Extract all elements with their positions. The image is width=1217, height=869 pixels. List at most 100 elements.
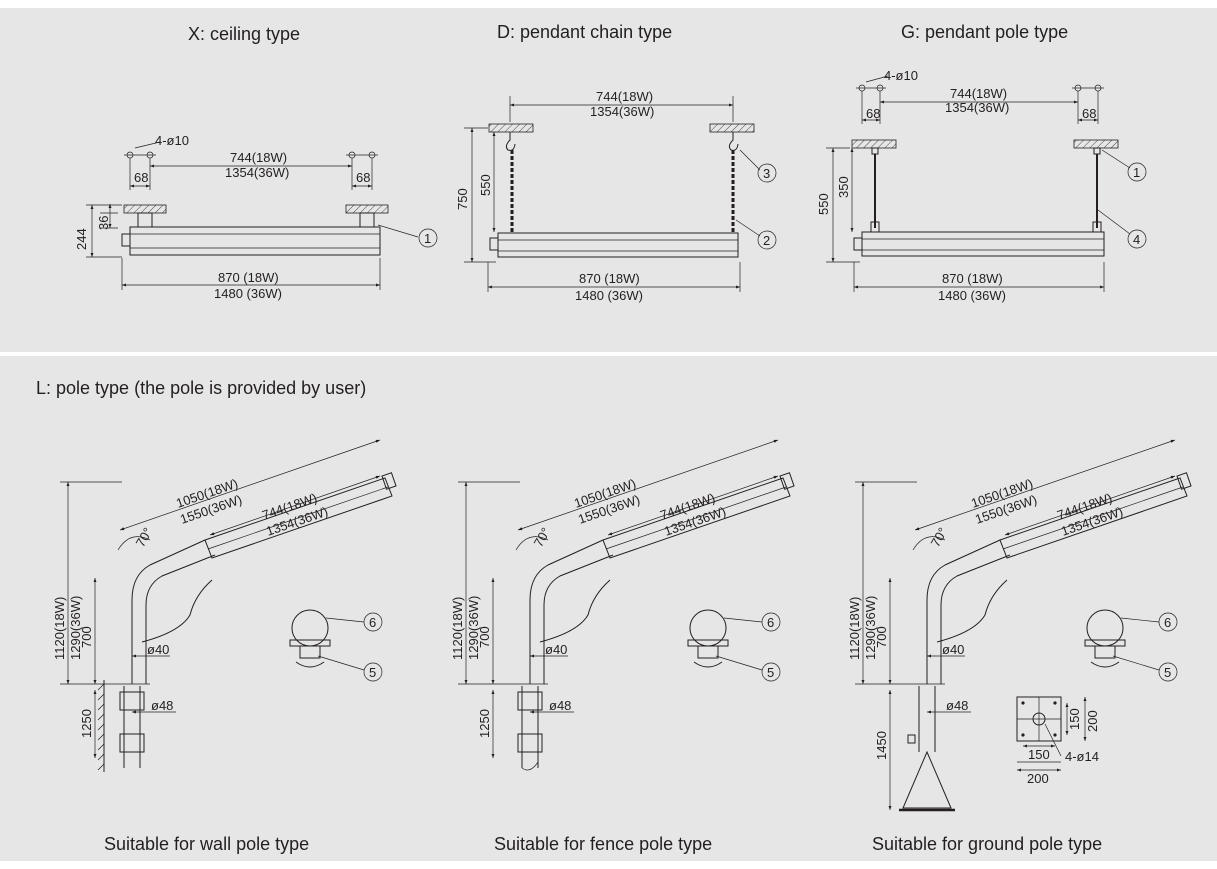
ceiling-offset-left: 68: [134, 170, 148, 185]
chain-length: 870 (18W): [579, 271, 640, 286]
pole-offset-right: 68: [1082, 106, 1096, 121]
cable: [539, 579, 611, 643]
luminaire-cap: [381, 472, 397, 490]
wall-hatch: [97, 713, 105, 721]
pole-spacing: 744(18W): [950, 86, 1007, 101]
height-label-2: 1290(36W): [863, 596, 878, 660]
clamp-ring-icon: [1086, 609, 1124, 647]
dim-line: [607, 475, 779, 536]
callout-marker: [363, 662, 383, 682]
cable: [936, 579, 1008, 643]
plate-label-d: 200: [1027, 771, 1049, 786]
callout-marker: [1158, 662, 1178, 682]
callout-marker: [761, 662, 781, 682]
callout-base-label: 5: [767, 665, 774, 680]
leader: [1044, 723, 1062, 757]
clamp-block: [299, 645, 321, 659]
pendant-pole-type-title: G: pendant pole type: [901, 22, 1069, 42]
height-label-2: 1290(36W): [68, 596, 83, 660]
callout-base-label: 5: [1164, 665, 1171, 680]
bolt-hole-icon: [1021, 701, 1025, 705]
callout-marker: [363, 612, 383, 632]
hook-icon: [505, 132, 739, 151]
angle-arc: [117, 536, 151, 551]
chain-callout-hook: 3: [763, 166, 770, 181]
break-line: [521, 761, 539, 771]
plate-label-a: 150: [1067, 708, 1082, 730]
ceiling-hole-label: 4-ø10: [155, 133, 189, 148]
clamp-bar: [687, 639, 729, 647]
ceiling-spacing2-label: 1354(36W): [225, 165, 289, 180]
suspension-rod-icon: [870, 147, 1102, 233]
plate-label-b: 200: [1085, 710, 1100, 732]
angle-label: 70°: [928, 525, 951, 550]
plate-hole-icon: [1032, 712, 1046, 726]
fence-pole-caption: Suitable for fence pole type: [494, 834, 713, 854]
angle-arc: [912, 536, 946, 551]
pole-length2: 1480 (36W): [938, 288, 1006, 303]
dim-line: [1004, 475, 1176, 536]
bolt-hole-icon: [1053, 701, 1057, 705]
angle-label: 70°: [531, 525, 554, 550]
leader: [715, 655, 763, 671]
pole-arm-inner: [940, 554, 1011, 684]
luminaire-cap: [1176, 472, 1192, 490]
callout-marker: [757, 163, 777, 183]
arm-diameter-label: ø40: [545, 642, 567, 657]
wall-hatch: [97, 733, 105, 741]
fence-pole-drawing: 1050(18W)1550(36W)744(18W)1354(36W)70°11…: [450, 439, 795, 771]
dim-line: [209, 475, 381, 536]
wall-hatch: [97, 743, 105, 751]
clamp-ring-icon: [689, 609, 727, 647]
arm-diameter-label: ø40: [942, 642, 964, 657]
callout-marker: [1127, 229, 1147, 249]
wall-pole-drawing: 1050(18W)1550(36W)744(18W)1354(36W)70°11…: [52, 439, 397, 772]
pole-height-a: 550: [816, 193, 831, 215]
pole-type-heading: L: pole type (the pole is provided by us…: [36, 378, 367, 398]
luminaire-body: [497, 232, 739, 258]
clamp-bar: [289, 639, 331, 647]
height-label-3: 700: [79, 626, 94, 648]
height-label-3: 700: [477, 626, 492, 648]
ground-pole-caption: Suitable for ground pole type: [872, 834, 1103, 854]
pole-arm-inner: [145, 554, 216, 684]
wall-pole-caption: Suitable for wall pole type: [104, 834, 310, 854]
pole-diameter-label: ø48: [549, 698, 571, 713]
ceiling-offset-right: 68: [356, 170, 370, 185]
top-panel: [0, 8, 1217, 352]
pole-length: 870 (18W): [942, 271, 1003, 286]
wall-hatch: [97, 763, 105, 771]
chain-spacing2: 1354(36W): [590, 104, 654, 119]
arm-diameter-label: ø40: [147, 642, 169, 657]
leader: [1112, 655, 1160, 671]
bolt-hole-icon: [1053, 733, 1057, 737]
luminaire-cap: [779, 472, 795, 490]
chain-height-a: 750: [455, 188, 470, 210]
pole-diameter-label: ø48: [151, 698, 173, 713]
luminaire-body: [129, 226, 381, 256]
callout-clamp-label: 6: [369, 615, 376, 630]
pole-arm-inner: [543, 554, 614, 684]
ground-pole-drawing: 1050(18W)1550(36W)744(18W)1354(36W)70°11…: [847, 439, 1192, 812]
angle-label: 70°: [133, 525, 156, 550]
dim-line: [517, 439, 779, 531]
pole-height-b: 350: [836, 176, 851, 198]
cable: [141, 579, 213, 643]
wall-hatch: [97, 683, 105, 691]
pole-spacing2: 1354(36W): [945, 100, 1009, 115]
pole-offset-left: 68: [866, 106, 880, 121]
lower-height-label: 1250: [79, 709, 94, 738]
chain-length2: 1480 (36W): [575, 288, 643, 303]
clamp: [119, 691, 145, 711]
chain-icon: [510, 150, 735, 232]
clamp-base: [693, 661, 723, 668]
callout-marker: [418, 228, 438, 248]
bolt-hole-icon: [1021, 733, 1025, 737]
bolt-icon: [907, 734, 916, 744]
wall-hatch: [97, 753, 105, 761]
pole-diameter-label: ø48: [946, 698, 968, 713]
angle-arc: [515, 536, 549, 551]
plate-hole-label: 4-ø14: [1065, 749, 1099, 764]
clamp: [119, 733, 145, 753]
height-label: 1120(18W): [450, 597, 465, 660]
